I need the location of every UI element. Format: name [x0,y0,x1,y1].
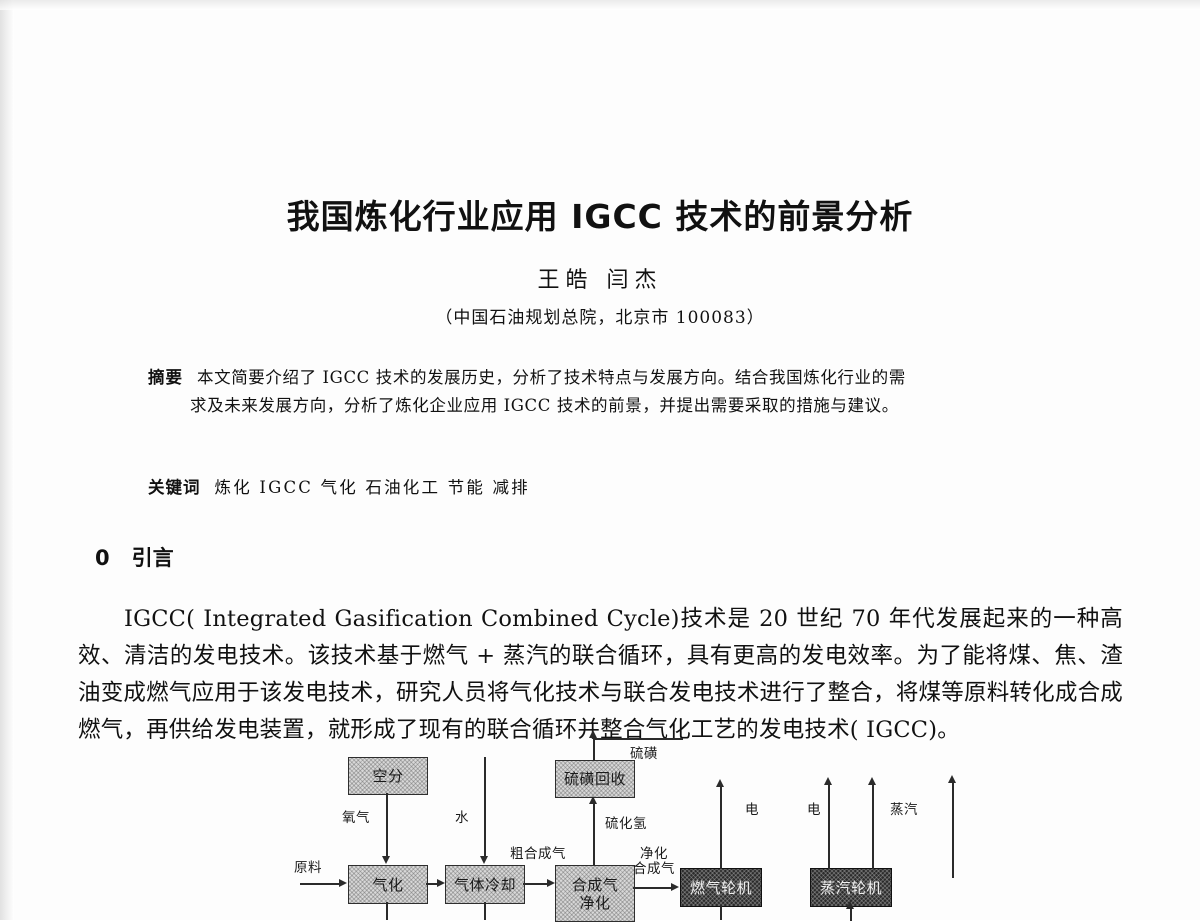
connector-steamturbine-bottom [850,907,852,921]
diagram-box-gasification: 气化 [348,865,428,904]
diagram-label-clean-syngas: 净化 合成气 [633,846,675,877]
section-title: 引言 [131,546,174,570]
connector-water-to-cooling [484,757,486,857]
diagram-label-water: 水 [455,810,469,826]
arrowhead-right-riser [948,775,956,783]
section-number: 0 [95,546,110,570]
connector-purification-to-sulfur [593,804,595,865]
abstract-label: 摘要 [148,368,183,387]
arrowhead-steamturbine-inlet [846,901,854,909]
keywords-label: 关键词 [148,478,201,497]
arrowhead-clean-syngas [671,883,679,891]
arrowhead-steam [868,777,876,785]
abstract-line-1: 本文简要介绍了 IGCC 技术的发展历史，分析了技术特点与发展方向。结合我国炼化… [197,368,906,387]
arrowhead-sulfur-up [589,730,597,738]
diagram-label-steam: 蒸汽 [890,802,918,818]
section-body-paragraph: IGCC( Integrated Gasification Combined C… [78,605,1123,743]
diagram-box-gas-cooling: 气体冷却 [445,865,525,904]
connector-steamturbine-steam [872,785,874,869]
connector-gasification-to-cooling [426,883,439,885]
arrowhead-oxygen [382,856,390,864]
arrowhead-feedstock [339,879,347,887]
section-heading: 0 引言 [95,542,174,572]
diagram-box-gas-turbine: 燃气轮机 [680,868,762,907]
connector-cooling-bottom [484,902,486,920]
diagram-label-feedstock: 原料 [294,860,322,876]
arrowhead-h2s [589,796,597,804]
arrowhead-steamturbine-power [824,777,832,785]
diagram-label-sulfur: 硫磺 [630,746,658,762]
connector-airsep-to-gasification [386,793,388,857]
connector-purification-to-gasturbine [633,887,673,889]
connector-gasturbine-power [720,787,722,869]
arrowhead-raw-syngas [547,879,555,887]
author-affiliation: （中国石油规划总院，北京市 100083） [435,308,765,328]
abstract-line-2: 求及未来发展方向，分析了炼化企业应用 IGCC 技术的前景，并提出需要采取的措施… [190,396,899,415]
diagram-box-steam-turbine: 蒸汽轮机 [810,868,892,907]
connector-right-riser [952,783,954,878]
diagram-label-raw-syngas: 粗合成气 [510,846,566,862]
abstract-block: 摘要本文简要介绍了 IGCC 技术的发展历史，分析了技术特点与发展方向。结合我国… [148,364,1098,420]
arrowhead-gasturbine-power [716,779,724,787]
diagram-box-air-separation: 空分 [348,757,428,795]
connector-feedstock-to-gasification [300,883,340,885]
scan-edge-left [0,0,14,920]
connector-sulfur-out-horizontal [593,738,683,740]
connector-gasification-bottom [386,902,388,920]
diagram-box-syngas-purification: 合成气 净化 [555,865,635,922]
keywords-block: 关键词炼化 IGCC 气化 石油化工 节能 减排 [148,474,1098,498]
arrowhead-to-cooling [437,879,445,887]
diagram-label-power-steam-turbine: 电 [807,802,821,818]
keywords-text: 炼化 IGCC 气化 石油化工 节能 减排 [214,478,530,497]
connector-sulfur-out-vertical [593,738,595,760]
author-list: 王皓 闫杰 [537,268,663,293]
diagram-box-sulfur-recovery: 硫磺回收 [555,760,635,798]
igcc-process-flow-diagram: 空分 硫磺回收 气化 气体冷却 合成气 净化 燃气轮机 蒸汽轮机 [280,730,1000,922]
page-title: 我国炼化行业应用 IGCC 技术的前景分析 [286,197,914,237]
arrowhead-water [480,856,488,864]
connector-steamturbine-power [828,785,830,869]
diagram-label-hydrogen-sulfide: 硫化氢 [605,816,647,832]
diagram-label-power-gas-turbine: 电 [745,802,759,818]
diagram-label-oxygen: 氧气 [342,810,370,826]
connector-cooling-to-purification [523,883,549,885]
scan-edge-top [0,0,1200,10]
connector-gasturbine-bottom [720,905,722,920]
